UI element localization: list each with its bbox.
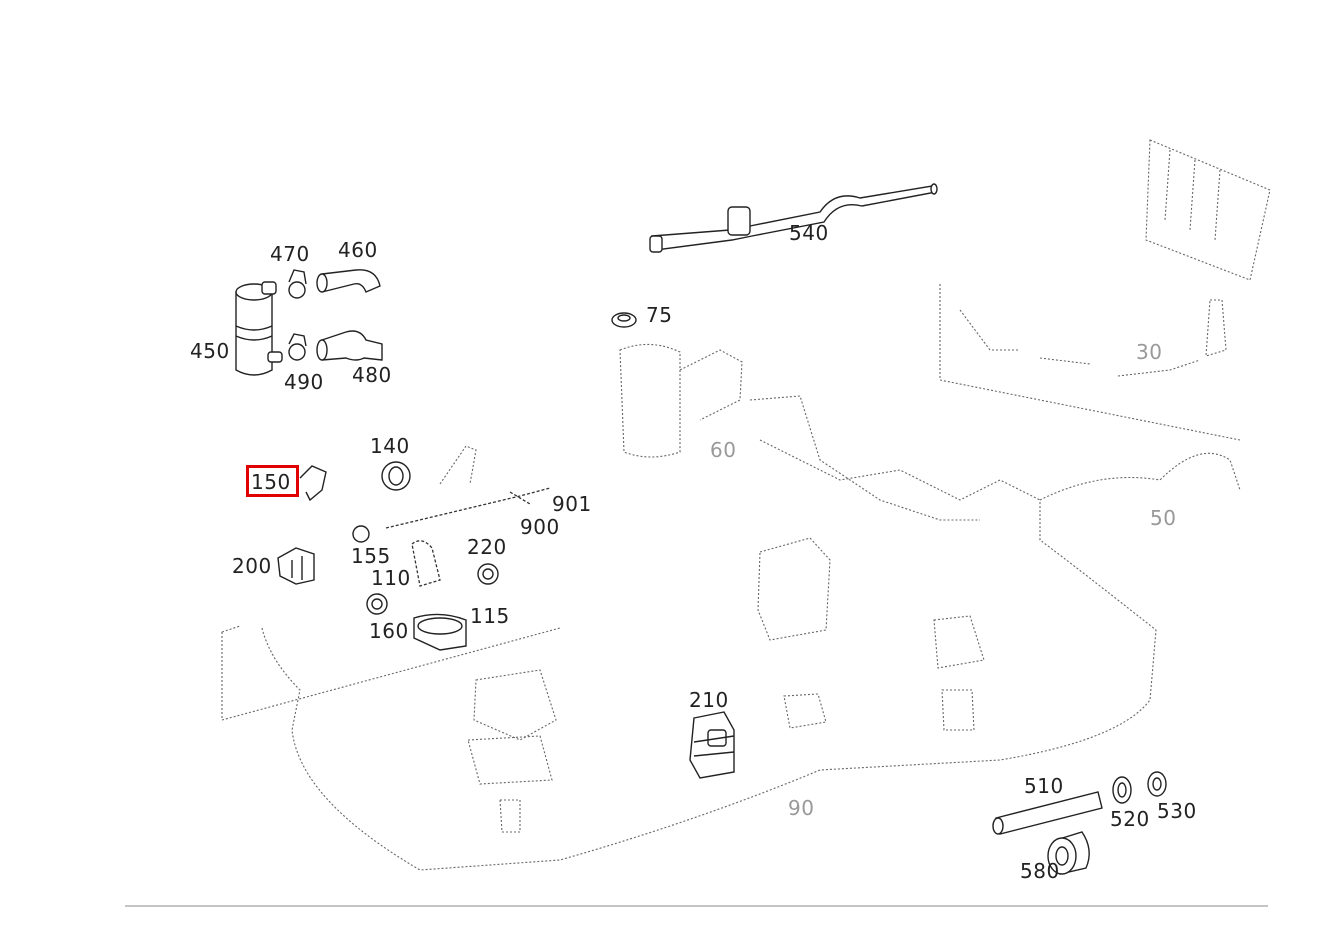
part-200-bracket [277,547,315,585]
callout-140: 140 [370,434,410,458]
part-510-tube [992,791,1103,835]
callout-460: 460 [338,238,378,262]
part-210-control-unit [689,711,735,779]
callout-510: 510 [1024,774,1064,798]
part-900-hose [385,487,551,529]
callout-75: 75 [646,303,673,327]
callout-155: 155 [351,544,391,568]
callout-30: 30 [1136,340,1163,364]
faint-engine-section [939,139,1271,441]
faint-pump-assembly [619,343,743,458]
part-110-connector [411,540,441,587]
part-115-band [413,613,467,651]
callout-450: 450 [190,339,230,363]
faint-wiring-harness [221,395,1241,871]
part-140-grommet [381,461,411,491]
callout-160: 160 [369,619,409,643]
callout-210: 210 [689,688,729,712]
callout-530: 530 [1157,799,1197,823]
part-220-clamp [477,563,499,585]
callout-540: 540 [789,221,829,245]
part-470-clamp [288,269,307,299]
callout-901: 901 [552,492,592,516]
callout-150[interactable]: 150 [251,470,291,494]
callout-490: 490 [284,370,324,394]
callout-60: 60 [710,438,737,462]
callout-50: 50 [1150,506,1177,530]
callout-90: 90 [788,796,815,820]
part-75-cap [611,312,637,328]
callout-115: 115 [470,604,510,628]
callout-900: 900 [520,515,560,539]
part-150-bracket [299,465,327,502]
part-480-hose [316,330,383,361]
part-580-bushing [1047,831,1090,875]
callout-110: 110 [371,566,411,590]
part-160-clamp [366,593,388,615]
callout-520: 520 [1110,807,1150,831]
callout-220: 220 [467,535,507,559]
part-490-clamp [288,333,307,361]
callout-200: 200 [232,554,272,578]
faint-valve-assembly [467,537,985,833]
callout-580: 580 [1020,859,1060,883]
part-460-hose [316,269,381,293]
part-520-fitting [1112,776,1132,804]
part-155-clamp [352,525,370,543]
part-450-canister [235,281,283,376]
highlight-box-150 [246,465,299,497]
part-530-fitting [1147,771,1167,797]
callout-480: 480 [352,363,392,387]
part-540-tube [649,183,938,253]
callout-470: 470 [270,242,310,266]
